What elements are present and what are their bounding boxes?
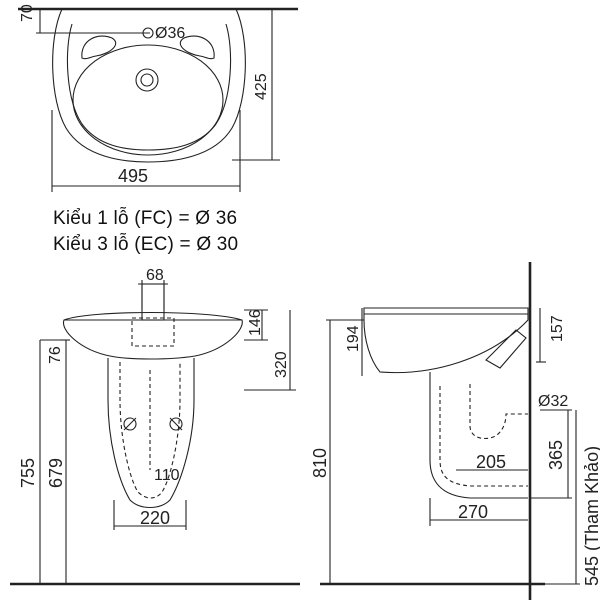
dim-425: 425 [253, 73, 270, 100]
dim-pipe-dia: Ø32 [538, 393, 568, 410]
dim-270: 270 [458, 502, 488, 522]
valve-right-icon [169, 417, 183, 431]
dim-365: 365 [546, 440, 566, 470]
basin-side [363, 307, 529, 374]
note-one-hole: Kiểu 1 lỗ (FC) = Ø 36 [53, 208, 238, 229]
dim-157: 157 [549, 315, 566, 342]
basin-inner-rim [66, 23, 232, 151]
valve-left-icon [123, 417, 137, 431]
dim-76: 76 [47, 346, 64, 364]
side-view [320, 262, 580, 600]
bowl-top [72, 44, 224, 156]
trap-pipe [469, 384, 528, 440]
top-view [18, 7, 298, 192]
note-three-hole: Kiểu 3 lỗ (EC) = Ø 30 [53, 234, 239, 255]
soap-rest-left [81, 35, 117, 60]
dim-70: 70 [19, 4, 36, 22]
dim-110: 110 [154, 467, 180, 484]
dim-679: 679 [46, 458, 66, 488]
dim-146: 146 [247, 309, 264, 336]
dim-545: 545 (Tham Khảo) [582, 446, 600, 586]
dim-205: 205 [476, 452, 506, 472]
dim-810: 810 [310, 448, 330, 478]
dim-755: 755 [18, 458, 38, 488]
dim-68: 68 [146, 267, 164, 284]
basin-outline-top [52, 8, 246, 163]
pedestal-front [107, 358, 195, 509]
drain-icon [135, 68, 159, 92]
dim-194: 194 [345, 325, 362, 352]
pedestal-side [429, 372, 528, 499]
dim-320: 320 [273, 351, 290, 378]
basin-front [62, 319, 243, 360]
dim-220: 220 [140, 508, 170, 528]
front-view [10, 280, 300, 586]
dim-hole-dia: Ø36 [155, 25, 185, 42]
dim-495: 495 [118, 166, 148, 186]
soap-rest-right [179, 35, 215, 60]
